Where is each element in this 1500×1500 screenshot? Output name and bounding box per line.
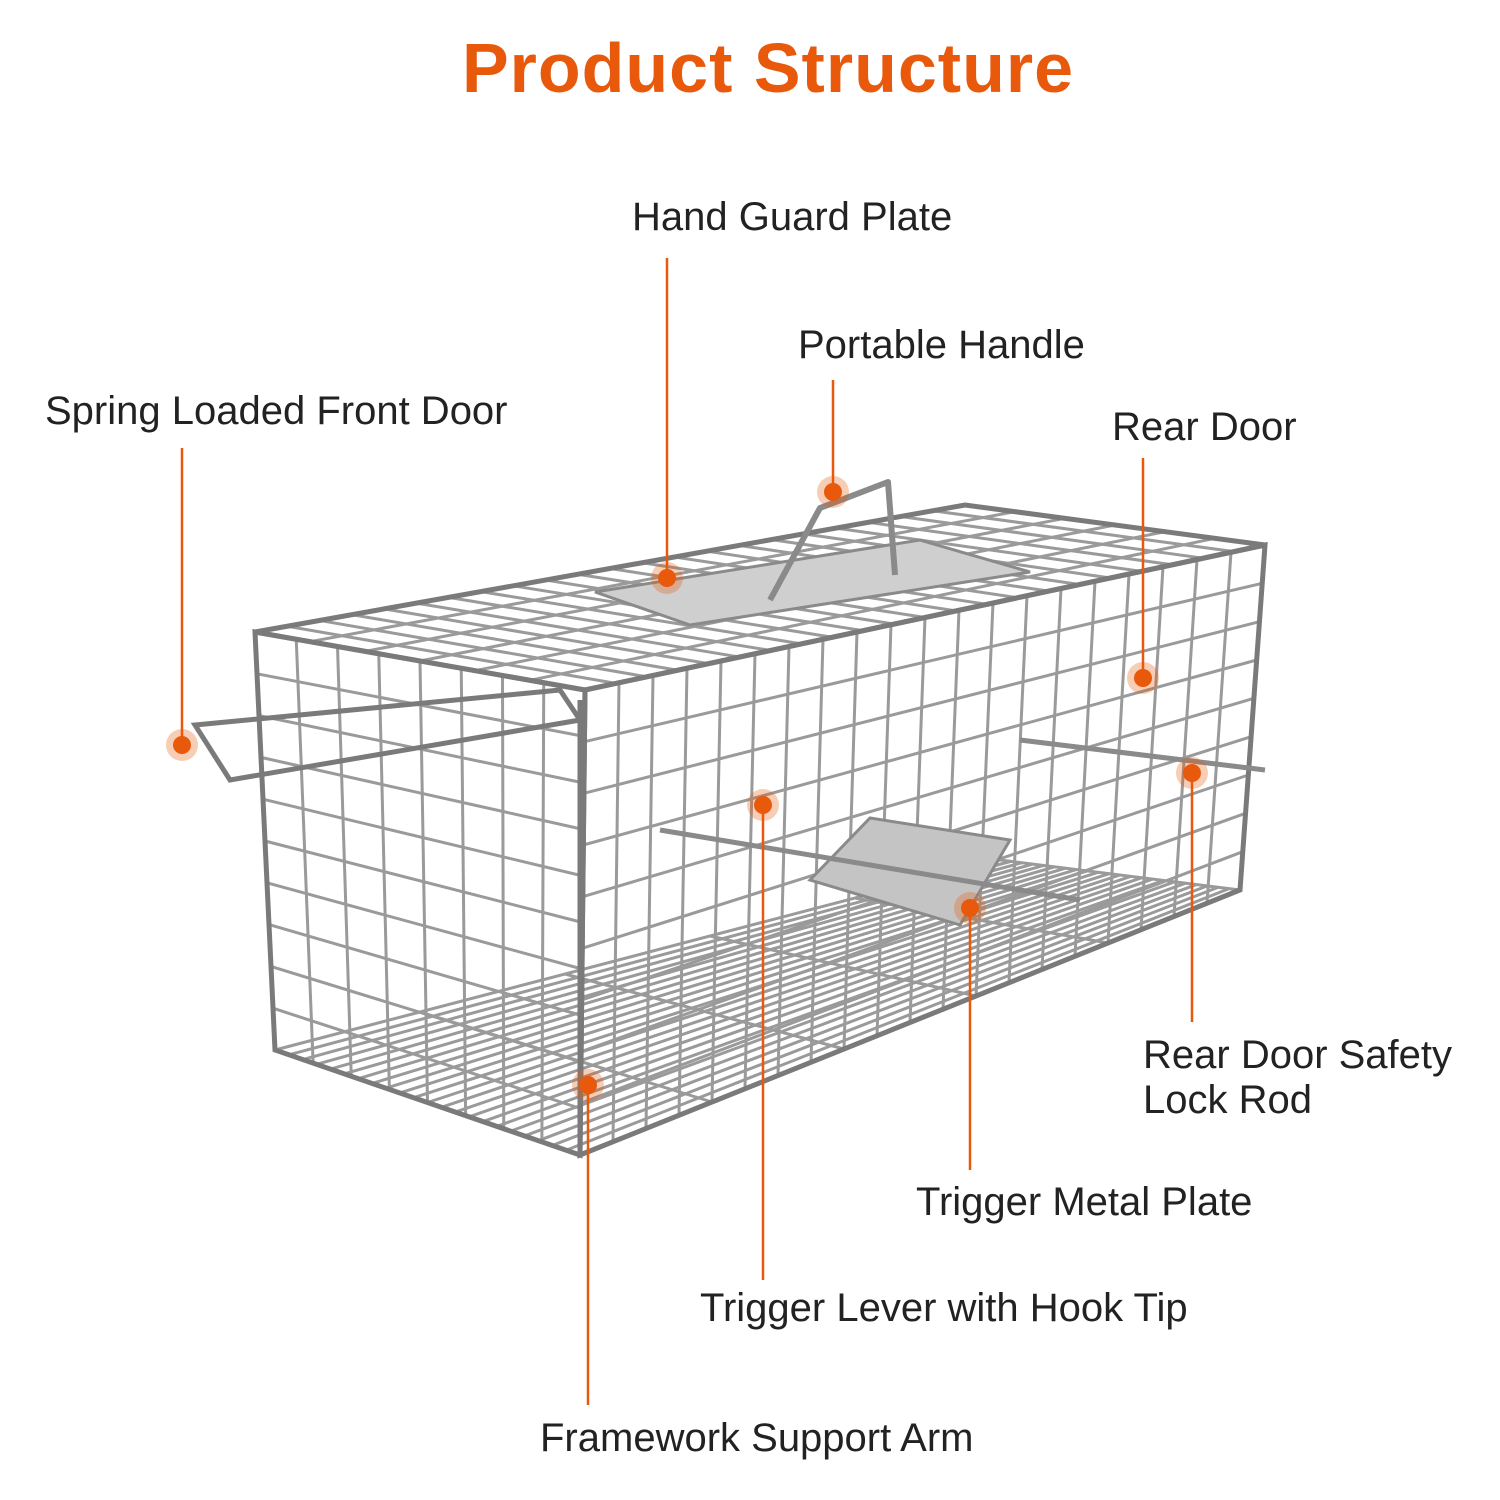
label-portable-handle: Portable Handle xyxy=(798,323,1085,367)
callout-dot-rear-door xyxy=(1127,662,1159,694)
label-framework-support-arm: Framework Support Arm xyxy=(540,1416,974,1460)
label-trigger-metal-plate: Trigger Metal Plate xyxy=(916,1180,1253,1224)
rear-lock-rod xyxy=(1019,737,1266,773)
label-hand-guard-plate: Hand Guard Plate xyxy=(632,195,953,239)
label-trigger-lever-with-hook-tip: Trigger Lever with Hook Tip xyxy=(700,1286,1188,1330)
callout-dot-support-arm xyxy=(572,1069,604,1101)
callout-dot-trigger-plate xyxy=(954,892,986,924)
label-rear-door: Rear Door xyxy=(1112,405,1297,449)
callout-dot-rear-lock-rod xyxy=(1176,757,1208,789)
label-rear-door-safety-lock-rod-line1: Rear Door Safety xyxy=(1143,1033,1453,1077)
page-title: Product Structure xyxy=(461,29,1075,107)
label-rear-door-safety-lock-rod-line2: Lock Rod xyxy=(1143,1078,1312,1122)
callout-dot-trigger-lever xyxy=(747,789,779,821)
portable-handle-shape xyxy=(767,479,898,602)
callout-dot-front-door xyxy=(166,729,198,761)
trigger-lever-rod xyxy=(659,827,1081,903)
callout-dot-hand-guard-plate xyxy=(651,562,683,594)
label-spring-loaded-front-door: Spring Loaded Front Door xyxy=(45,389,508,433)
hand-guard-plate-shape xyxy=(594,538,1031,627)
callout-dot-portable-handle xyxy=(817,476,849,508)
